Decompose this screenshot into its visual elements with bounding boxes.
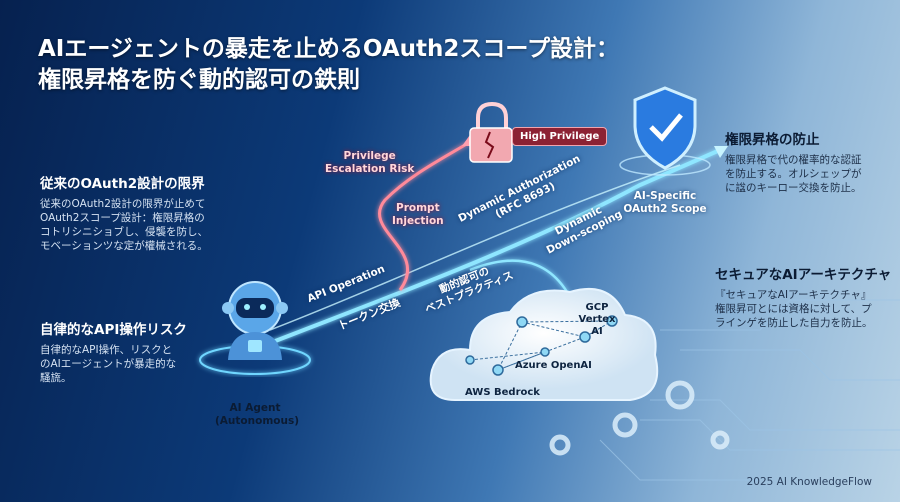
body-line: を防止する。オルシェップが [725,168,862,180]
footer-credit: 2025 AI KnowledgeFlow [746,476,872,488]
agent-label: AI Agent (Autonomous) [215,402,299,428]
gear-icons [549,380,730,456]
label-line: GCP [585,302,609,313]
page-title: AIエージェントの暴走を止めるOAuth2スコープ設計： 権限昇格を防ぐ動的認可… [38,34,619,96]
shield-label-line: OAuth2 Scope [623,203,707,215]
body-line: に諡のキーロー交換を防止。 [725,182,862,194]
title-line-1: AIエージェントの暴走を止めるOAuth2スコープ設計： [38,36,619,62]
shield-label: AI-Specific OAuth2 Scope [620,190,710,216]
label-line: Vertex AI [578,314,616,337]
token-flow-line [269,164,681,331]
label-line: Escalation Risk [325,163,415,175]
flow-arrowhead [714,146,728,158]
section-body: 『セキュアなAIアーキテクチャ』 権限昇可とには資格に対して、プ ラインゲを防止… [715,288,891,330]
body-line: 権限昇可とには資格に対して、プ [715,303,872,315]
section-body: 従来のOAuth2設計の限界が止めて OAuth2スコープ設計：権限昇格の コト… [40,197,208,253]
agent-label-line: (Autonomous) [215,415,299,427]
body-line: ラインゲを防止した自力を防止。 [715,317,873,329]
agent-label-line: AI Agent [229,402,281,414]
broken-lock-icon [469,101,513,163]
high-privilege-badge: High Privilege [512,127,608,146]
multi-cloud-icon [429,287,659,401]
body-line: 権限昇格で代の櫂率的な認証 [725,154,862,166]
section-api-risk: 自律的なAPI操作リスク 自律的なAPI操作、リスクと のAIエージェントが暴走… [40,318,187,385]
section-secure-architecture: セキュアなAIアーキテクチャ 『セキュアなAIアーキテクチャ』 権限昇可とには資… [715,263,891,330]
body-line: モベーションツな定が權械される。 [40,240,208,252]
body-line: 自律的なAPI操作、リスクと [40,344,173,356]
shield-label-line: AI-Specific [633,190,697,202]
section-heading: セキュアなAIアーキテクチャ [715,267,892,283]
label-line: Prompt [396,202,440,214]
gcp-label: GCP Vertex AI [572,302,622,338]
section-heading: 自律的なAPI操作リスク [40,322,187,338]
section-body: 自律的なAPI操作、リスクと のAIエージェントが暴走的な 騷旒。 [40,343,187,385]
body-line: コトリシニショブし、侵襲を防し、 [40,226,208,238]
section-heading: 権限昇格の防止 [725,132,820,148]
body-line: 騷旒。 [40,372,72,384]
aws-label: AWS Bedrock [465,387,540,398]
shield-check-icon [619,86,711,176]
robot-icon [199,281,311,375]
prompt-injection-label: Prompt Injection [392,202,444,228]
body-line: 『セキュアなAIアーキテクチャ』 [715,289,872,301]
body-line: OAuth2スコープ設計：権限昇格の [40,212,205,224]
privilege-escalation-label: Privilege Escalation Risk [325,150,414,176]
section-heading: 従来のOAuth2設計の限界 [40,176,205,192]
label-line: Privilege [343,150,396,162]
body-line: のAIエージェントが暴走的な [40,358,177,370]
section-privilege-prevention: 権限昇格の防止 権限昇格で代の櫂率的な認証 を防止する。オルシェップが に諡のキ… [725,128,862,195]
body-line: 従来のOAuth2設計の限界が止めて [40,198,206,210]
section-body: 権限昇格で代の櫂率的な認証 を防止する。オルシェップが に諡のキーロー交換を防止… [725,153,862,195]
azure-label: Azure OpenAI [515,360,592,371]
title-line-2: 権限昇格を防ぐ動的認可の鉄則 [38,67,360,93]
label-line: Injection [392,215,444,227]
circuit-traces [599,299,900,481]
section-oauth-limits: 従来のOAuth2設計の限界 従来のOAuth2設計の限界が止めて OAuth2… [40,172,208,253]
main-flow-line [264,148,721,347]
risk-path [378,140,471,291]
